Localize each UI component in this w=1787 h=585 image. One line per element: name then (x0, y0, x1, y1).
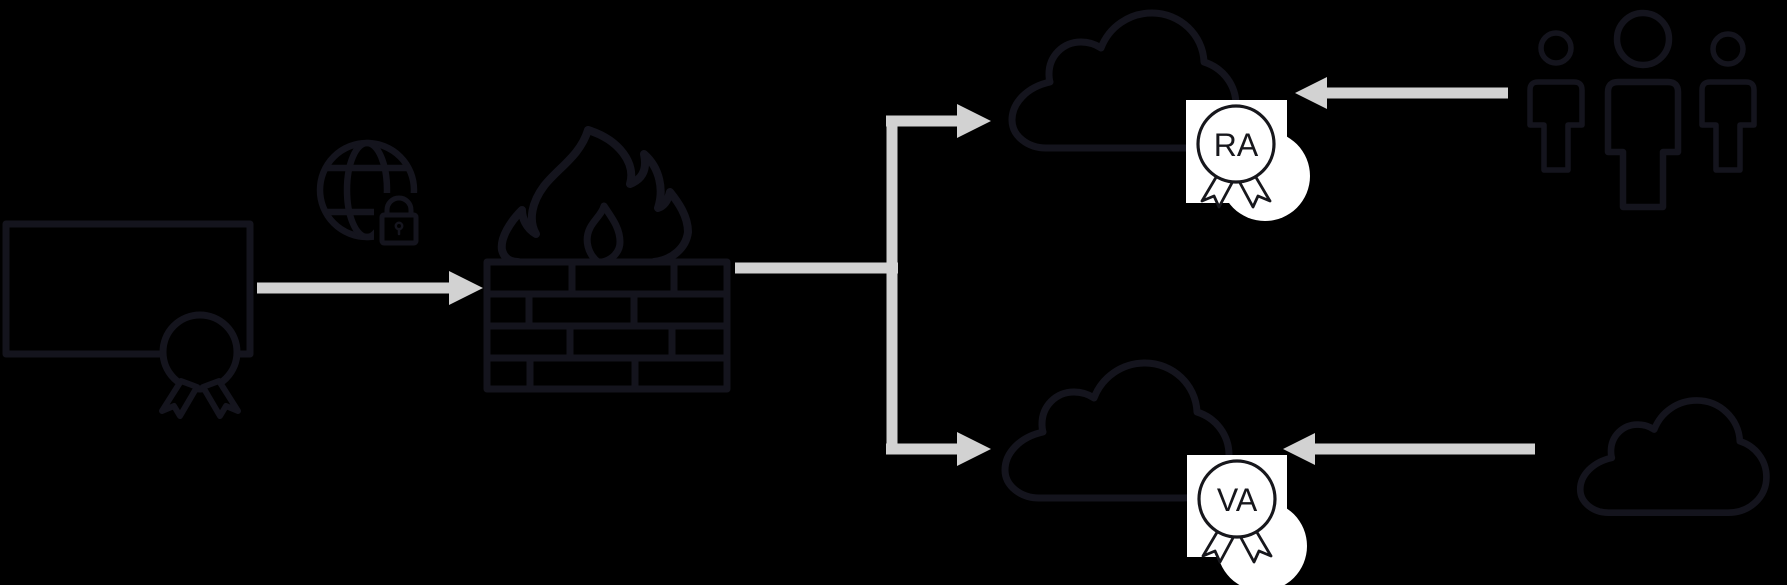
arrowhead-branch-to-va-cloud (957, 432, 991, 466)
firewall-icon (483, 126, 731, 393)
cloud-icon (1560, 388, 1785, 521)
secure-globe-icon (316, 139, 434, 253)
firewall-mortar-joints (525, 258, 678, 393)
certificate-seal (159, 311, 241, 393)
arrowhead-cloud-to-va-cloud (1283, 433, 1315, 465)
globe-meridian (343, 139, 391, 241)
va-badge-label: VA (1217, 482, 1258, 518)
user-right-head (1710, 31, 1746, 67)
firewall-flames (497, 126, 692, 266)
user-right-body (1699, 79, 1757, 173)
cloud-outline (1580, 400, 1766, 512)
user-left-body (1527, 79, 1585, 173)
certificate-sheet (2, 220, 254, 358)
user-center-head (1613, 9, 1673, 69)
badge-circle (1197, 459, 1277, 539)
certificate-icon (2, 220, 254, 419)
seal-ribbon-left (159, 378, 200, 419)
user-center-body (1604, 78, 1682, 211)
arrowhead-branch-to-ra-cloud (957, 104, 991, 138)
lock-shackle (384, 195, 414, 218)
users-icon (1527, 9, 1757, 211)
ra-badge-label: RA (1214, 127, 1259, 163)
va-badge-icon: VA (1187, 455, 1307, 585)
ra-badge-icon: RA (1186, 100, 1310, 221)
seal-ribbon-right (200, 378, 241, 419)
badge-circle (1196, 104, 1276, 184)
arrowhead-cert-to-firewall (449, 271, 483, 305)
firewall-inner-flame (583, 202, 624, 266)
arrowhead-users-to-ra-cloud (1295, 77, 1327, 109)
user-left-head (1538, 30, 1574, 66)
